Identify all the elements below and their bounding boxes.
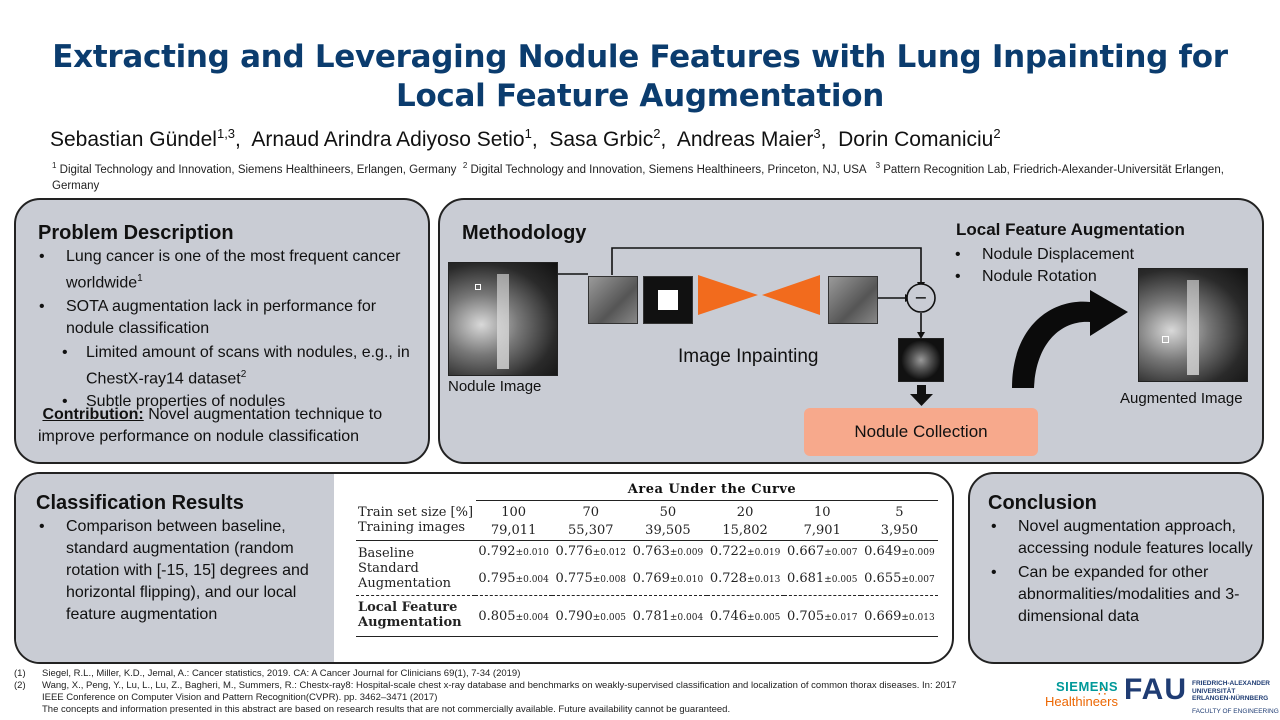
table-row: Local Feature Augmentation 0.805±0.004 0…	[356, 596, 938, 637]
author-1: Sebastian Gündel	[50, 128, 217, 151]
contribution-text: Novel augmentation technique to improve …	[38, 406, 383, 445]
reference-1: (1)Siegel, R.L., Miller, K.D., Jemal, A.…	[14, 668, 521, 679]
table-row: Baseline 0.792±0.010 0.776±0.012 0.763±0…	[358, 543, 935, 562]
author-5: Dorin Comaniciu	[838, 128, 994, 151]
list-item: Nodule Rotation	[952, 266, 1232, 288]
list-item: Novel augmentation approach, accessing n…	[988, 516, 1258, 560]
reference-2-cont: IEEE Conference on Computer Vision and P…	[42, 692, 438, 703]
author-2: Arnaud Arindra Adiyoso Setio	[251, 128, 525, 151]
encoder-shape	[698, 275, 758, 315]
methodology-title: Methodology	[462, 222, 587, 244]
list-item: Limited amount of scans with nodules, e.…	[36, 342, 416, 390]
contribution-label: Contribution:	[42, 406, 144, 423]
augmented-image-label: Augmented Image	[1120, 390, 1243, 407]
results-title: Classification Results	[36, 492, 244, 514]
augment-arrow	[1012, 290, 1128, 388]
author-3: Sasa Grbic	[549, 128, 654, 151]
results-panel: Classification Results Comparison betwee…	[14, 472, 954, 664]
conclusion-title: Conclusion	[988, 492, 1097, 514]
conclusion-list: Novel augmentation approach, accessing n…	[988, 516, 1258, 628]
affiliations: 1 Digital Technology and Innovation, Sie…	[52, 161, 1224, 192]
decoder-shape	[762, 275, 820, 315]
problem-panel: Problem Description Lung cancer is one o…	[14, 198, 430, 464]
difference-patch-image	[898, 338, 944, 382]
author-4: Andreas Maier	[676, 128, 814, 151]
reference-2: (2)Wang, X., Peng, Y., Lu, L., Lu, Z., B…	[14, 680, 957, 691]
nodule-image-label: Nodule Image	[448, 378, 542, 395]
affiliation-3: Pattern Recognition Lab, Friedrich-Alexa…	[52, 163, 1224, 192]
poster-title: Extracting and Leveraging Nodule Feature…	[52, 39, 1228, 114]
results-list: Comparison between baseline, standard au…	[36, 516, 326, 626]
list-item: Nodule Displacement	[952, 244, 1232, 266]
contribution: Contribution: Novel augmentation techniq…	[38, 404, 418, 448]
pipeline-arrows: −	[548, 247, 1128, 406]
list-item: SOTA augmentation lack in performance fo…	[36, 296, 416, 340]
input-patch-image	[588, 276, 638, 324]
conclusion-panel: Conclusion Novel augmentation approach, …	[968, 472, 1264, 664]
list-item: Can be expanded for other abnormalities/…	[988, 562, 1258, 628]
affiliation-1: Digital Technology and Innovation, Sieme…	[59, 163, 457, 176]
nodule-marker	[475, 284, 481, 290]
problem-title: Problem Description	[38, 222, 234, 244]
list-item: Subtle properties of nodules	[36, 391, 416, 413]
lfa-title: Local Feature Augmentation	[956, 220, 1185, 239]
table-row: Standard Augmentation 0.795±0.004 0.775±…	[356, 561, 938, 596]
nodule-collection-box: Nodule Collection	[804, 408, 1038, 456]
authors-line: Sebastian Gündel1,3, Arnaud Arindra Adiy…	[50, 126, 1001, 151]
disclaimer: The concepts and information presented i…	[42, 704, 731, 715]
fau-logo: FAU	[1124, 673, 1187, 706]
svg-text:−: −	[914, 288, 927, 307]
inpainted-patch-image	[828, 276, 878, 324]
inpainting-label: Image Inpainting	[678, 346, 819, 367]
nodule-xray-image	[448, 262, 558, 376]
siemens-dots-icon: ∴	[1098, 684, 1107, 699]
siemens-healthineers-logo: SIEMENS Healthineers	[1045, 679, 1118, 710]
problem-list: Lung cancer is one of the most frequent …	[36, 246, 416, 413]
augmented-xray-image	[1138, 268, 1248, 382]
lfa-list: Nodule Displacement Nodule Rotation	[952, 244, 1232, 288]
augmented-nodule-marker	[1162, 336, 1169, 343]
list-item: Lung cancer is one of the most frequent …	[36, 246, 416, 294]
mask-patch-image	[643, 276, 693, 324]
fau-text: FRIEDRICH-ALEXANDER UNIVERSITÄT ERLANGEN…	[1192, 680, 1279, 715]
affiliation-2: Digital Technology and Innovation, Sieme…	[470, 163, 866, 176]
references: (1)Siegel, R.L., Miller, K.D., Jemal, A.…	[14, 668, 956, 716]
list-item: Comparison between baseline, standard au…	[36, 516, 326, 626]
auc-table-wrap: Area Under the Curve Train set size [%] …	[356, 482, 938, 637]
table-caption: Area Under the Curve	[627, 482, 797, 497]
methodology-panel: Methodology − Nodule Image Image Inpaint…	[438, 198, 1264, 464]
